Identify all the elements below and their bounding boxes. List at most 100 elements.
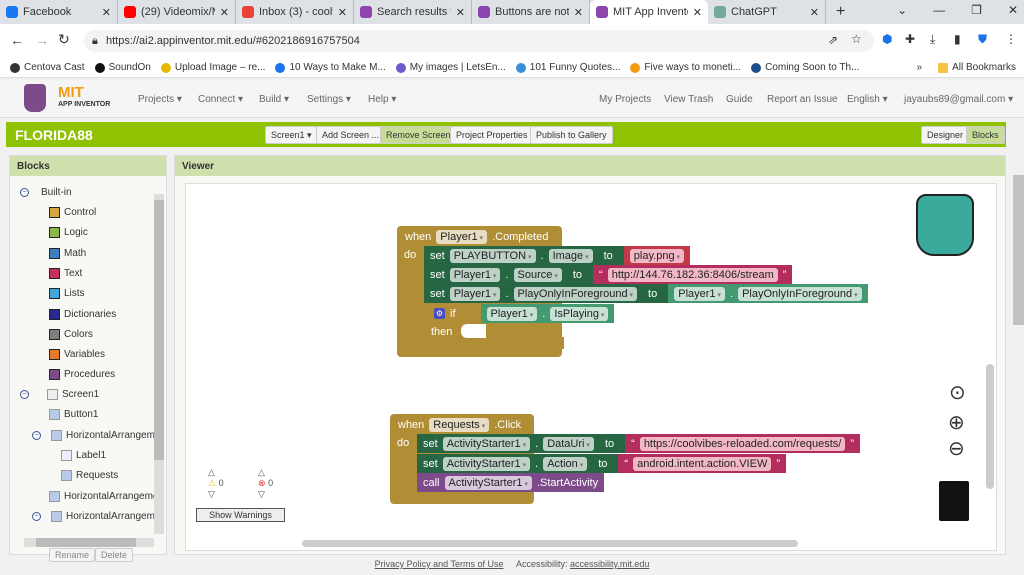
collapse-icon[interactable]: − xyxy=(32,430,41,440)
browser-tab[interactable]: (29) Videomix/M✕ xyxy=(118,0,236,24)
designer-button[interactable]: Designer xyxy=(921,126,970,144)
header-link[interactable]: jayaubs89@gmail.com ▾ xyxy=(904,94,1014,105)
trash-icon[interactable] xyxy=(939,481,969,521)
set-activitystarter-datauri-block[interactable]: setActivityStarter1.DataUrito“https://co… xyxy=(417,434,860,453)
screen-select[interactable]: Screen1 ▾ xyxy=(265,126,318,144)
zoom-out-icon[interactable]: ⊖ xyxy=(948,438,965,460)
component-dropdown[interactable]: Player1 xyxy=(674,286,725,301)
component-dropdown[interactable]: Requests xyxy=(429,417,490,432)
image-dropdown[interactable]: play.png xyxy=(629,248,685,263)
menu-build[interactable]: Build ▾ xyxy=(259,94,290,105)
header-link[interactable]: English ▾ xyxy=(847,94,888,105)
menu-help[interactable]: Help ▾ xyxy=(368,94,397,105)
url-input[interactable]: 🔒︎https://ai2.appinventor.mit.edu/#62021… xyxy=(84,30,874,52)
component-dropdown[interactable]: ActivityStarter1 xyxy=(442,436,531,451)
tree-item-text[interactable]: Text xyxy=(49,267,82,279)
blocks-button[interactable]: Blocks xyxy=(966,126,1005,144)
project-properties-button[interactable]: Project Properties xyxy=(450,126,534,144)
bookmark-item[interactable]: Five ways to moneti... xyxy=(630,62,741,73)
workspace-vertical-scrollbar[interactable] xyxy=(986,364,994,489)
property-dropdown[interactable]: PlayOnlyInForeground xyxy=(513,286,638,301)
tab-close-icon[interactable]: ✕ xyxy=(573,6,583,19)
menu-settings[interactable]: Settings ▾ xyxy=(307,94,351,105)
browser-tab[interactable]: Facebook✕ xyxy=(0,0,118,24)
sidepanel-icon[interactable]: ▮ xyxy=(954,32,961,46)
text-value[interactable]: android.intent.action.VIEW xyxy=(633,456,772,471)
tree-item-component[interactable]: −HorizontalArrangemen xyxy=(32,510,154,522)
accessibility-link[interactable]: accessibility.mit.edu xyxy=(570,559,650,569)
publish-gallery-button[interactable]: Publish to Gallery xyxy=(530,126,613,144)
puzzle-icon[interactable]: ✚ xyxy=(905,32,916,46)
tree-item-component[interactable]: Button1 xyxy=(49,409,98,421)
component-dropdown[interactable]: Player1 xyxy=(449,267,501,282)
browser-tab[interactable]: Search results fo✕ xyxy=(354,0,472,24)
new-tab-icon[interactable]: + xyxy=(836,3,846,20)
gear-icon[interactable]: ⚙ xyxy=(434,308,445,319)
rename-button[interactable]: Rename xyxy=(49,548,96,562)
component-dropdown[interactable]: ActivityStarter1 xyxy=(444,475,532,490)
header-link[interactable]: View Trash xyxy=(664,94,714,105)
set-activitystarter-action-block[interactable]: setActivityStarter1.Actionto“android.int… xyxy=(417,454,787,473)
bookmark-item[interactable]: Upload Image – re... xyxy=(160,62,265,73)
property-dropdown[interactable]: IsPlaying xyxy=(550,306,609,321)
show-warnings-button[interactable]: Show Warnings xyxy=(196,508,285,522)
tree-item-math[interactable]: Math xyxy=(49,247,86,259)
logo-title[interactable]: MIT xyxy=(58,84,84,101)
tree-item-variables[interactable]: Variables xyxy=(49,349,105,361)
zoom-in-icon[interactable]: ⊕ xyxy=(948,412,965,434)
download-icon[interactable]: ⤓ xyxy=(930,32,936,46)
tab-close-icon[interactable]: ✕ xyxy=(101,6,111,19)
warning-indicator[interactable]: △⚠ 0▽ xyxy=(208,467,224,499)
component-dropdown[interactable]: Player1 xyxy=(486,306,538,321)
component-dropdown[interactable]: Player1 xyxy=(449,286,501,301)
collapse-icon[interactable]: − xyxy=(32,511,41,521)
bookmark-item[interactable]: Coming Soon to Th... xyxy=(751,62,859,73)
property-dropdown[interactable]: Source xyxy=(513,267,562,282)
page-scrollbar[interactable] xyxy=(1013,150,1024,550)
header-link[interactable]: Report an Issue xyxy=(767,94,838,105)
delete-button[interactable]: Delete xyxy=(95,548,134,562)
tab-search-icon[interactable]: ⌄ xyxy=(897,3,908,17)
tab-close-icon[interactable]: ✕ xyxy=(337,6,347,19)
property-dropdown[interactable]: DataUri xyxy=(543,436,594,451)
tree-item-component[interactable]: Label1 xyxy=(61,449,106,461)
tab-close-icon[interactable]: ✕ xyxy=(809,6,819,19)
tab-close-icon[interactable]: ✕ xyxy=(219,6,229,19)
property-dropdown[interactable]: PlayOnlyInForeground xyxy=(738,286,862,301)
tree-item-component[interactable]: −Screen1 xyxy=(20,389,99,400)
tree-item-builtin[interactable]: −Built-in xyxy=(20,187,72,198)
add-screen-button[interactable]: Add Screen ... xyxy=(316,126,386,144)
chevron-more-icon[interactable]: » xyxy=(916,62,923,73)
star-icon[interactable]: ☆ xyxy=(851,32,862,46)
property-dropdown[interactable]: Image xyxy=(548,248,593,263)
tab-close-icon[interactable]: ✕ xyxy=(455,6,465,19)
bookmark-item[interactable]: SoundOn xyxy=(94,62,151,73)
backpack-icon[interactable] xyxy=(916,194,974,256)
tree-item-procedures[interactable]: Procedures xyxy=(49,369,115,381)
restore-icon[interactable]: ❐ xyxy=(971,3,982,17)
tree-item-dictionaries[interactable]: Dictionaries xyxy=(49,308,116,320)
tree-item-component[interactable]: HorizontalArrangemen xyxy=(49,490,154,502)
tree-item-logic[interactable]: Logic xyxy=(49,227,88,239)
bookmark-item[interactable]: 101 Funny Quotes... xyxy=(515,62,620,73)
all-bookmarks[interactable]: »All Bookmarks xyxy=(917,62,1016,73)
remove-screen-button[interactable]: Remove Screen xyxy=(380,126,457,144)
bookmark-item[interactable]: Centova Cast xyxy=(10,62,85,73)
collapse-icon[interactable]: − xyxy=(20,390,29,399)
error-indicator[interactable]: △⊗ 0▽ xyxy=(258,467,274,499)
tree-item-component[interactable]: −HorizontalArrangemen xyxy=(32,429,154,441)
header-link[interactable]: Guide xyxy=(726,94,753,105)
set-player1-playonlyinforeground-block[interactable]: setPlayer1.PlayOnlyInForegroundtoPlayer1… xyxy=(424,284,868,303)
component-dropdown[interactable]: ActivityStarter1 xyxy=(442,456,531,471)
text-value[interactable]: https://coolvibes-reloaded.com/requests/ xyxy=(639,436,846,451)
tree-item-colors[interactable]: Colors xyxy=(49,328,93,340)
back-icon[interactable]: ← xyxy=(10,32,24,48)
center-workspace-icon[interactable]: ⊙ xyxy=(949,382,966,404)
menu-connect[interactable]: Connect ▾ xyxy=(198,94,244,105)
tree-vertical-scrollbar[interactable] xyxy=(154,194,164,534)
browser-tab[interactable]: Buttons are not✕ xyxy=(472,0,590,24)
